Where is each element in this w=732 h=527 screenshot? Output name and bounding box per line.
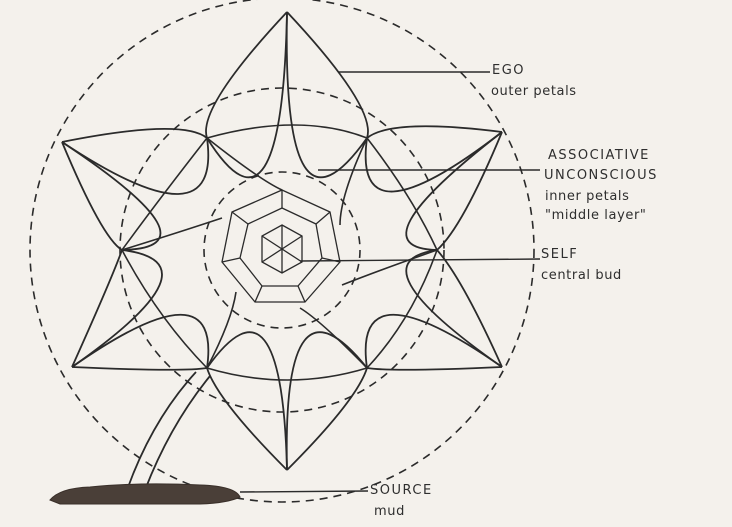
inner-petal: [367, 250, 437, 368]
outer-petal: [62, 142, 160, 250]
outer-petal: [406, 250, 502, 367]
label-ego-title: EGO: [492, 63, 525, 78]
bud-spoke: [298, 286, 305, 302]
inner-petal: [122, 138, 207, 250]
bud-spoke: [232, 212, 248, 224]
leader-line-source: [240, 491, 368, 492]
bud-spoke: [222, 258, 240, 262]
bud-outer-ring: [222, 190, 340, 302]
inner-petal: [340, 138, 367, 225]
inner-petal: [342, 250, 437, 285]
outer-petal: [287, 12, 368, 177]
label-ego-sub: outer petals: [491, 84, 577, 99]
inner-petal: [207, 368, 367, 380]
label-source-title: SOURCE: [370, 483, 433, 498]
outer-petal: [206, 12, 287, 177]
inner-petal: [207, 292, 236, 368]
stem: [127, 372, 210, 490]
inner-petal: [207, 125, 367, 138]
label-self-title: SELF: [541, 247, 578, 262]
inner-petal: [122, 218, 222, 250]
leader-line-self: [300, 259, 540, 261]
inner-petal: [122, 250, 207, 368]
outer-petal: [287, 332, 367, 470]
label-self-sub: central bud: [541, 268, 622, 283]
outer-petal: [72, 250, 162, 367]
label-source-sub: mud: [374, 504, 405, 519]
mud-mound: [50, 484, 240, 504]
inner-petal: [367, 138, 437, 250]
bud-middle-ring: [240, 208, 322, 286]
label-unconscious-title: UNCONSCIOUS: [544, 168, 658, 183]
outer-petal: [62, 129, 208, 194]
central-bud: [222, 190, 340, 302]
outer-petal: [406, 132, 502, 250]
bud-spoke: [316, 212, 330, 224]
label-associative-sub-1: inner petals: [545, 189, 629, 204]
outer-petal: [207, 332, 287, 470]
label-associative-sub-2: "middle layer": [545, 208, 647, 223]
outer-petal: [366, 126, 502, 191]
inner-petal: [300, 308, 367, 368]
inner-petals: [122, 125, 437, 380]
bud-spoke: [255, 286, 262, 302]
stem-left-edge: [127, 372, 196, 490]
label-associative-title: ASSOCIATIVE: [548, 148, 650, 163]
